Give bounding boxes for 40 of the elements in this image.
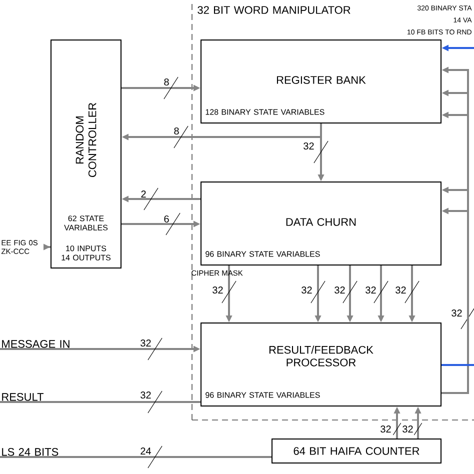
edge-label: 2 [140, 190, 147, 198]
bus-width-slash [460, 306, 474, 330]
bus-width-slash [414, 422, 422, 436]
edge-label: 32 [394, 286, 407, 294]
bus-width-slash [148, 390, 162, 414]
edge-label: 32 [212, 286, 224, 294]
edge-label: 8 [163, 78, 170, 86]
bus-width-slash [404, 280, 420, 304]
bus-width-slash [166, 212, 180, 236]
signal-name: MESSAGE IN [2, 340, 70, 348]
bus-width-slash [164, 76, 178, 100]
process-box: DATA CHURN 96 BINARY STATE VARIABLES [200, 182, 442, 266]
bus-width-slash [310, 280, 326, 304]
edge-label: 6 [163, 214, 170, 224]
bus-width-slash [314, 140, 328, 164]
process-box: RESULT/FEEDBACK PROCESSOR 96 BINARY STATE VARIABLES [200, 322, 442, 406]
edge-label: 32 [334, 286, 346, 294]
bus-width-slash [342, 280, 358, 304]
controller-box: RANDOM CONTROLLER 62 STATE VARIABLES 10 INPUTS 14 OUTPUTS [50, 40, 122, 268]
bus-width-slash [222, 280, 236, 304]
bus-width-slash [148, 338, 162, 360]
edge-label: 32 [402, 424, 414, 434]
edge-label: 24 [140, 447, 152, 455]
edge-label: 32 [140, 338, 152, 348]
edge-label: 32 [300, 286, 313, 294]
edge-label: 32 [450, 308, 463, 318]
signal-name: RESULT [2, 393, 44, 401]
bus-width-slash [374, 280, 388, 304]
edge-label: 8 [173, 126, 180, 136]
edge-label: 32 [302, 142, 315, 150]
edge-label: 32 [364, 286, 377, 294]
signal-name: LS 24 BITS [2, 448, 58, 456]
bus-width-slash [392, 422, 402, 436]
counter-box: 64 BIT HAIFA COUNTER [272, 438, 442, 464]
edge-label: 32 [140, 390, 152, 400]
process-box: REGISTER BANK 128 BINARY STATE VARIABLES [200, 40, 442, 124]
bus-width-slash [174, 126, 188, 148]
bus-width-slash [144, 188, 158, 210]
edge-label: 32 [380, 424, 392, 434]
bus-width-slash [148, 446, 162, 468]
